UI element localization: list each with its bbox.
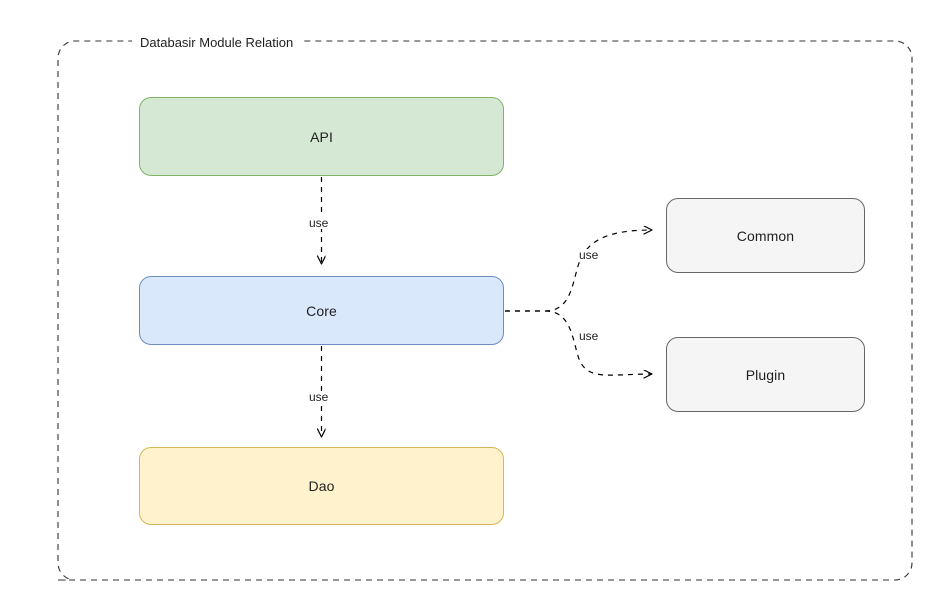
node-plugin-label: Plugin <box>745 366 786 383</box>
node-common[interactable]: Common <box>666 198 865 273</box>
node-dao-label: Dao <box>308 478 335 494</box>
edge-label-core-dao: use <box>307 390 331 404</box>
group-title: Databasir Module Relation <box>132 36 302 49</box>
node-api-label: API <box>310 128 333 145</box>
edge-core-common <box>505 230 652 312</box>
node-plugin[interactable]: Plugin <box>666 337 865 412</box>
node-core-label: Core <box>306 302 337 319</box>
node-common-label: Common <box>736 227 795 244</box>
edge-label-core-common: use <box>577 248 601 262</box>
group-container-border <box>57 40 913 581</box>
node-api[interactable]: API <box>139 97 504 176</box>
node-core[interactable]: Core <box>139 276 504 345</box>
edge-label-api-core: use <box>307 216 331 230</box>
edge-label-core-plugin: use <box>577 329 601 343</box>
node-dao[interactable]: Dao <box>139 447 504 525</box>
edge-core-plugin <box>505 310 652 375</box>
